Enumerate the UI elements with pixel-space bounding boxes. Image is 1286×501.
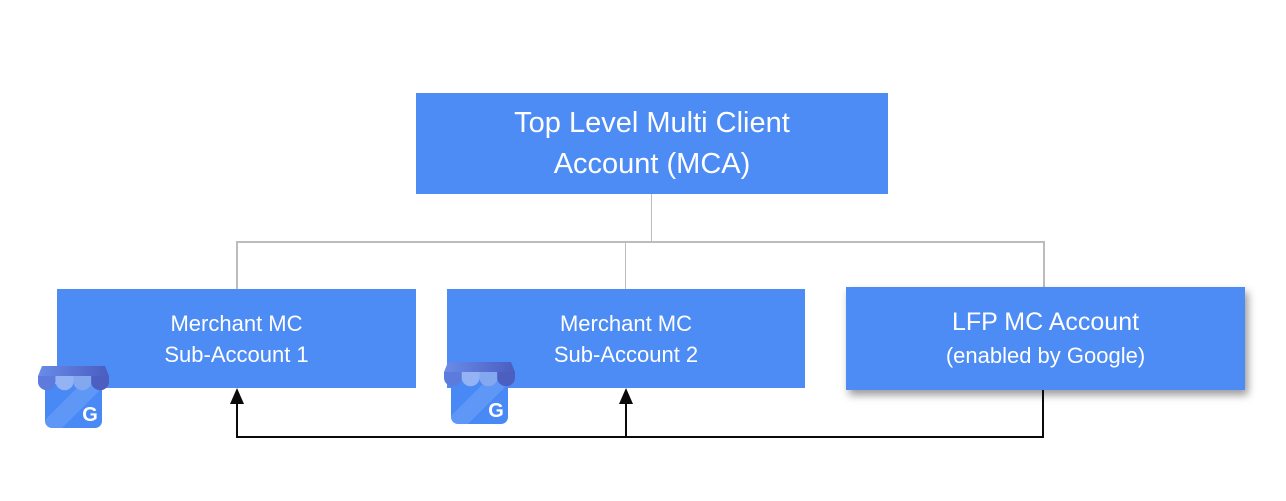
arrowhead-into-sub1 bbox=[230, 388, 244, 404]
node-merchant-sub-account-1: Merchant MC Sub-Account 1 bbox=[57, 289, 416, 388]
node-top-level-mca: Top Level Multi Client Account (MCA) bbox=[416, 93, 888, 194]
node-lfp-mc-account: LFP MC Account (enabled by Google) bbox=[846, 287, 1245, 390]
google-business-profile-icon: G bbox=[444, 362, 515, 424]
gmb-store-body bbox=[451, 380, 508, 424]
gmb-awning-scallop bbox=[444, 372, 462, 387]
gmb-awning-scallop bbox=[38, 376, 56, 391]
gmb-body-highlight bbox=[451, 380, 508, 424]
gmb-body-highlight bbox=[45, 384, 102, 428]
gmb-awning-scallop bbox=[479, 372, 498, 387]
node-label-line: LFP MC Account bbox=[951, 307, 1140, 336]
gmb-g-letter: G bbox=[82, 404, 98, 426]
gmb-awning-band bbox=[444, 362, 515, 372]
tree-connector-drop-lfp bbox=[1043, 241, 1045, 287]
arrow-lfp-down-segment bbox=[1042, 390, 1044, 438]
tree-connector-top-vertical bbox=[650, 194, 652, 241]
gmb-awning-scallop bbox=[73, 376, 92, 391]
gmb-g-letter: G bbox=[488, 400, 504, 422]
node-label-line: Sub-Account 1 bbox=[164, 341, 309, 367]
node-label-line: Account (MCA) bbox=[553, 147, 751, 180]
gmb-store-body bbox=[45, 384, 102, 428]
arrow-horizontal-segment bbox=[236, 436, 1044, 438]
gmb-awning-scallop bbox=[461, 372, 480, 387]
tree-connector-horizontal bbox=[236, 241, 1044, 243]
node-label-line: Sub-Account 2 bbox=[553, 341, 699, 367]
tree-connector-drop-sub1 bbox=[236, 241, 238, 289]
google-business-profile-icon: G bbox=[38, 366, 109, 428]
arrowhead-into-sub2 bbox=[619, 388, 633, 404]
gmb-awning-band bbox=[38, 366, 109, 376]
arrow-up-segment-sub2 bbox=[625, 402, 627, 438]
gmb-awning-scallop bbox=[497, 372, 515, 387]
gmb-awning-scallop bbox=[55, 376, 74, 391]
arrow-up-segment-sub1 bbox=[236, 402, 238, 438]
tree-connector-drop-sub2 bbox=[624, 241, 626, 289]
node-label-line: Top Level Multi Client bbox=[514, 106, 790, 139]
gmb-awning-scallop bbox=[91, 376, 109, 391]
node-label-line: (enabled by Google) bbox=[945, 342, 1146, 368]
node-label-line: Merchant MC bbox=[170, 310, 303, 336]
node-label-line: Merchant MC bbox=[559, 310, 693, 336]
